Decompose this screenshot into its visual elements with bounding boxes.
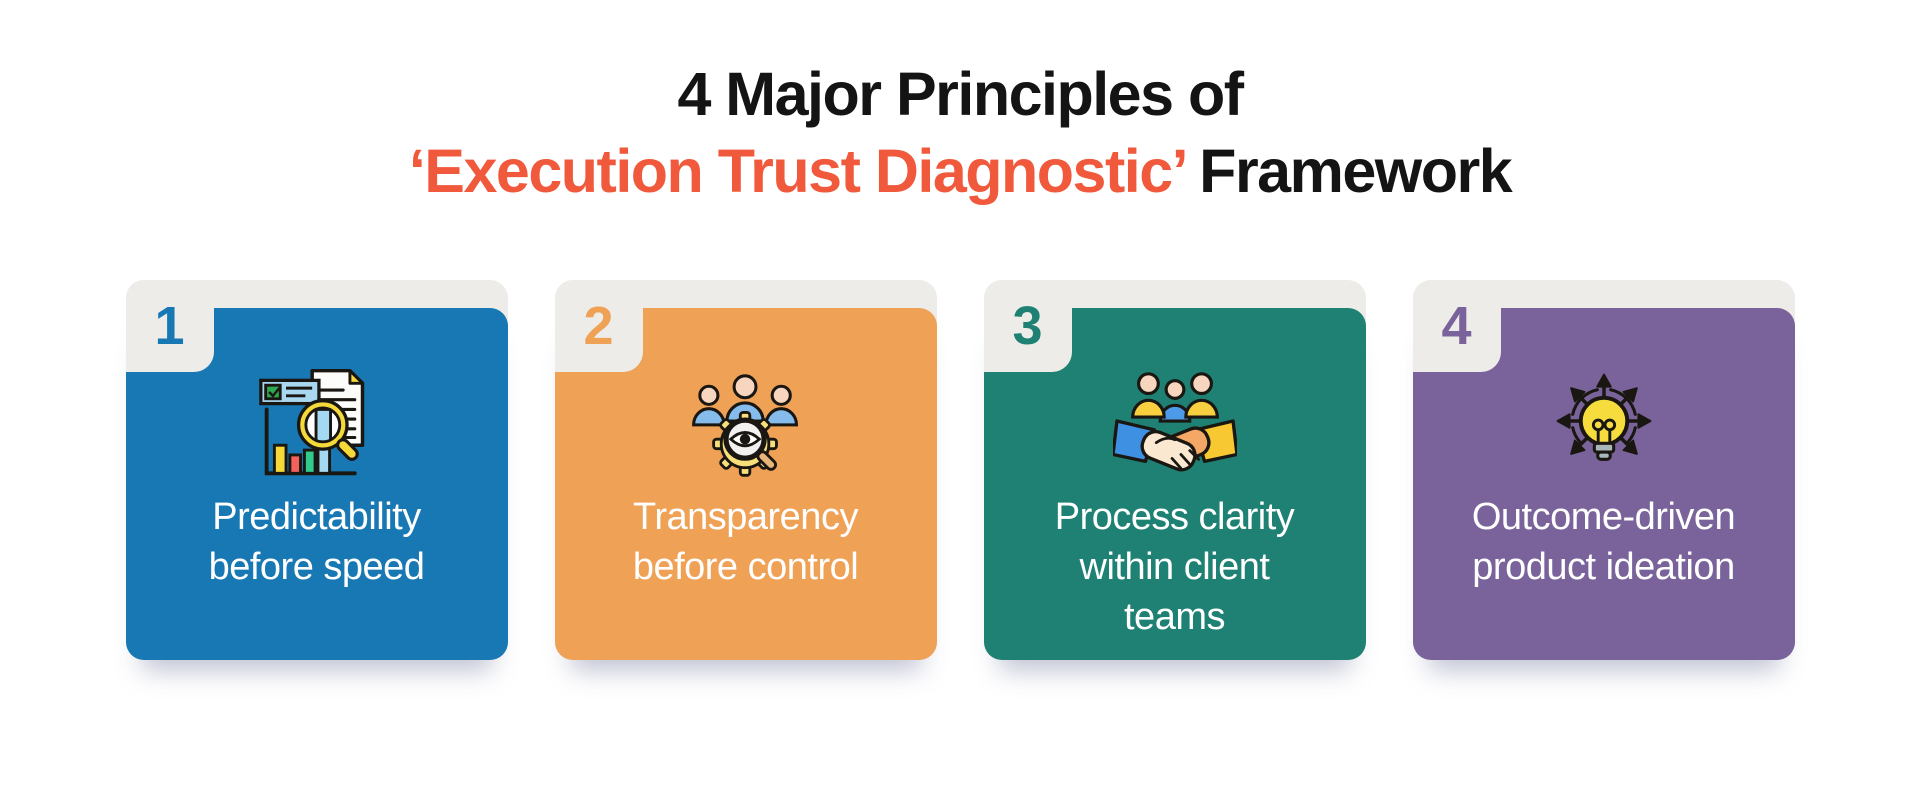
- card-number-tab: 4: [1412, 279, 1501, 372]
- card-number: 4: [1441, 295, 1472, 356]
- team-handshake-icon: [1112, 360, 1237, 484]
- title-line-1: 4 Major Principles of: [677, 60, 1244, 128]
- title-highlight: ‘Execution Trust Diagnostic’: [408, 136, 1185, 205]
- title-line-2: ‘Execution Trust Diagnostic’ Framework: [0, 133, 1920, 210]
- lightbulb-arrows-icon: [1541, 360, 1667, 484]
- card-number: 1: [154, 295, 185, 356]
- card-number: 3: [1012, 295, 1043, 356]
- card-content: Process clarity within client teams: [984, 308, 1366, 660]
- card-number-tab: 3: [983, 279, 1072, 372]
- card-number-tab: 1: [125, 279, 214, 372]
- card-transparency: Transparency before control 2: [554, 279, 937, 660]
- card-label: Predictability before speed: [208, 495, 425, 588]
- principles-row: Predictability before speed 1: [0, 279, 1920, 660]
- card-content: Transparency before control: [555, 308, 937, 660]
- card-label: Outcome-driven product ideation: [1471, 495, 1736, 588]
- card-label: Process clarity within client teams: [1054, 495, 1295, 639]
- card-process-clarity: Process clarity within client teams 3: [983, 279, 1366, 660]
- page-title: 4 Major Principles of ‘Execution Trust D…: [0, 56, 1920, 210]
- card-outcome-ideation: Outcome-driven product ideation 4: [1412, 279, 1795, 660]
- card-content: Outcome-driven product ideation: [1413, 308, 1795, 660]
- title-line-2-rest: Framework: [1183, 136, 1512, 205]
- card-content: Predictability before speed: [126, 308, 508, 660]
- analysis-magnifier-chart-icon: [253, 360, 381, 484]
- card-number-tab: 2: [554, 279, 643, 372]
- card-number: 2: [583, 295, 614, 356]
- team-eye-magnifier-gear-icon: [686, 360, 806, 484]
- card-predictability: Predictability before speed 1: [125, 279, 508, 660]
- card-label: Transparency before control: [632, 495, 859, 588]
